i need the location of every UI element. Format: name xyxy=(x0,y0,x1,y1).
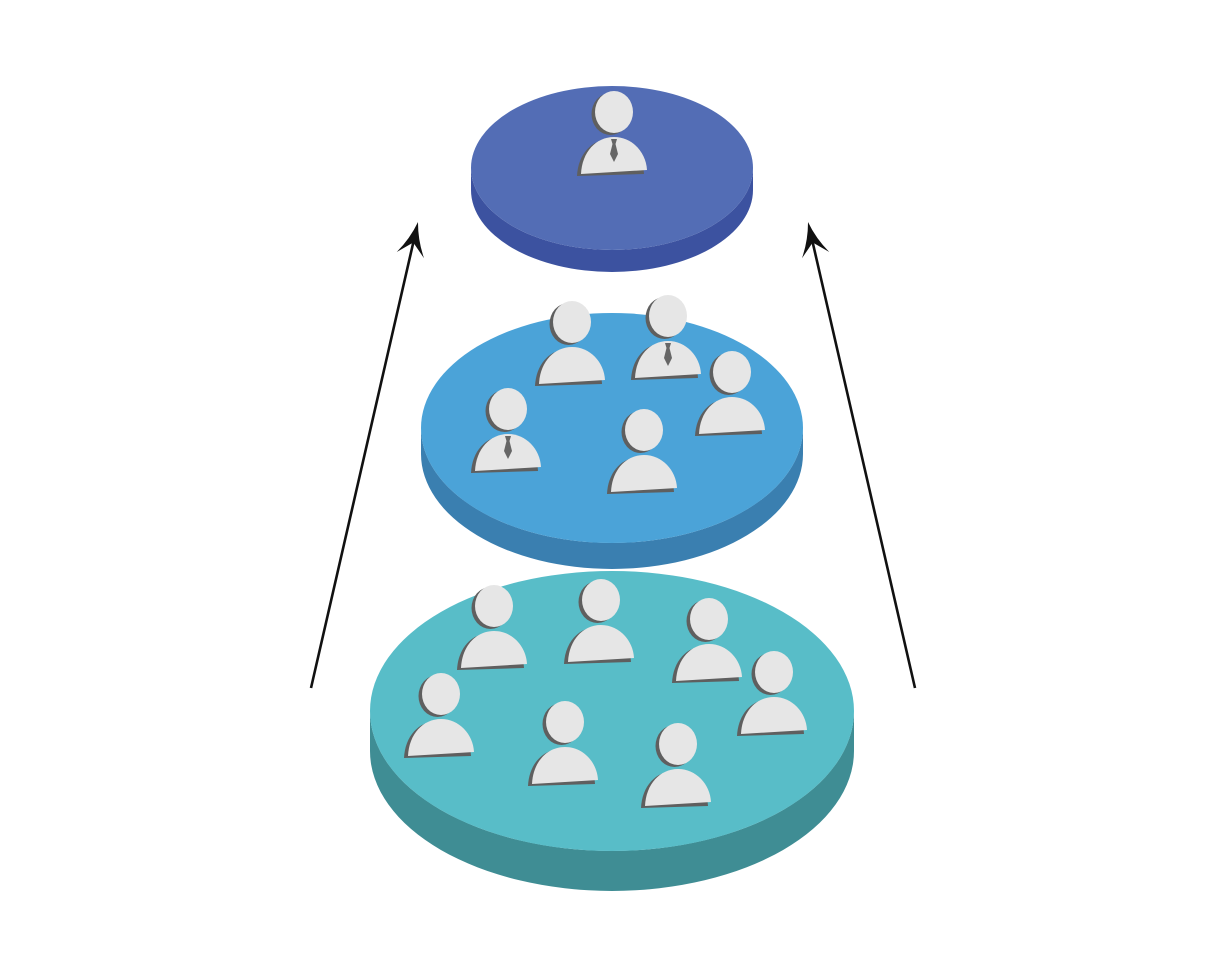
tie-blade xyxy=(504,441,512,459)
tie-blade xyxy=(664,348,672,366)
person-head xyxy=(546,701,584,743)
person-icon xyxy=(564,579,634,664)
tier-top xyxy=(471,86,753,272)
person-body xyxy=(568,625,634,662)
person-icon xyxy=(607,409,677,494)
person-body xyxy=(699,397,765,434)
person-head xyxy=(475,585,513,627)
tie-icon xyxy=(664,343,672,366)
person-body xyxy=(532,747,598,784)
person-body xyxy=(676,644,742,681)
person-head xyxy=(659,723,697,765)
tie-blade xyxy=(610,144,618,162)
person-icon xyxy=(457,585,527,670)
person-head xyxy=(625,409,663,451)
tier-middle xyxy=(421,295,803,569)
person-head xyxy=(582,579,620,621)
person-icon xyxy=(672,598,742,683)
arrow-left-head xyxy=(396,222,425,259)
person-head xyxy=(755,651,793,693)
tie-knot xyxy=(505,436,511,441)
person-head xyxy=(489,388,527,430)
arrow-right xyxy=(801,222,917,689)
person-body xyxy=(539,347,605,384)
person-icon xyxy=(404,673,474,758)
person-body xyxy=(461,631,527,668)
tier-top-side xyxy=(471,168,753,272)
tier-bottom-side xyxy=(370,711,854,891)
person-head xyxy=(553,301,591,343)
tiers-layer xyxy=(370,86,854,891)
tier-middle-side xyxy=(421,428,803,569)
tier-bottom xyxy=(370,571,854,891)
person-head xyxy=(690,598,728,640)
arrow-left-shaft xyxy=(309,235,417,689)
arrows-layer xyxy=(309,222,917,689)
person-body xyxy=(645,769,711,806)
arrow-left xyxy=(309,222,425,689)
person-icon xyxy=(528,701,598,786)
person-head xyxy=(649,295,687,337)
tie-knot xyxy=(611,139,617,144)
tie-knot xyxy=(665,343,671,348)
person-icon xyxy=(631,295,701,380)
person-body xyxy=(408,719,474,756)
tie-icon xyxy=(504,436,512,459)
tie-icon xyxy=(610,139,618,162)
arrow-right-shaft xyxy=(809,235,917,689)
arrow-right-head xyxy=(801,222,830,259)
person-icon xyxy=(471,388,541,473)
person-body xyxy=(611,455,677,492)
person-head xyxy=(595,91,633,133)
person-icon xyxy=(695,351,765,436)
person-head xyxy=(422,673,460,715)
person-icon xyxy=(535,301,605,386)
person-icon xyxy=(641,723,711,808)
person-head xyxy=(713,351,751,393)
person-body xyxy=(741,697,807,734)
person-icon xyxy=(577,91,647,176)
person-icon xyxy=(737,651,807,736)
tier-middle-top xyxy=(421,313,803,543)
